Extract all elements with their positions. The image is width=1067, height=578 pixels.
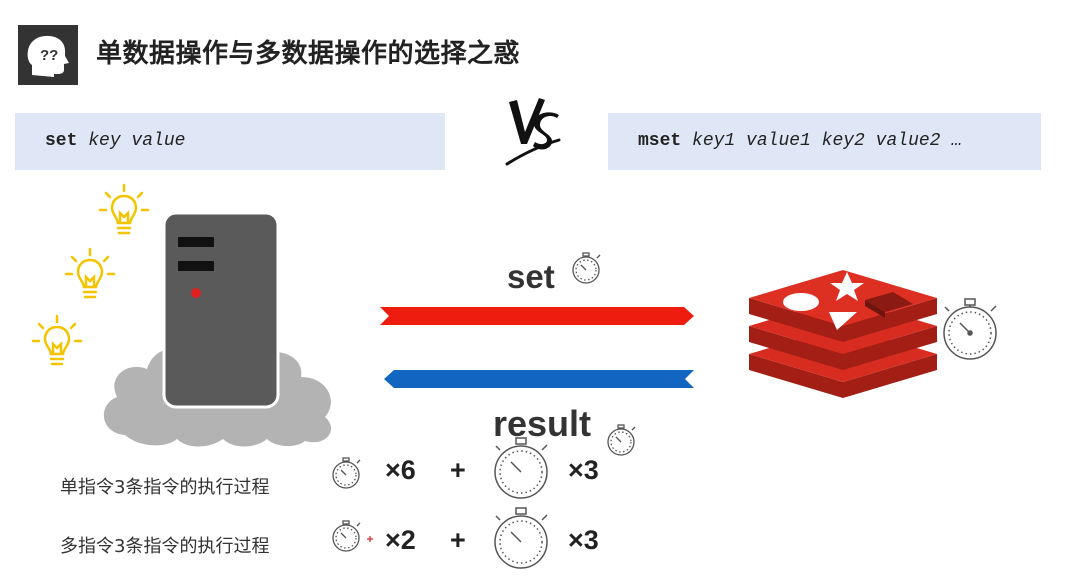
vs-mark [505,96,565,175]
lightbulb-icon [97,183,151,247]
single-command-keyword: set [45,131,78,151]
row-label: 多指令3条指令的执行过程 [60,536,270,557]
stopwatch-icon [567,251,605,289]
send-arrow [380,305,698,331]
stopwatch-icon [938,296,1004,368]
redis-logo-icon [745,262,941,406]
lightbulb-icon [30,314,84,378]
stopwatch-icon [489,505,555,577]
stopwatch-icon [327,518,377,558]
lightbulb-icon [63,247,117,311]
multi-command-args: key1 value1 key2 value2 … [692,131,963,151]
row-label: 单指令3条指令的执行过程 [60,477,270,498]
stopwatch-icon [327,455,365,495]
single-command-box: set key value [15,113,445,170]
multi-command-box: mset key1 value1 key2 value2 … [608,113,1041,170]
svg-text:??: ?? [40,47,58,64]
page-title: 单数据操作与多数据操作的选择之惑 [96,39,521,69]
large-step-multiplier: ×3 [568,455,599,485]
server-icon [162,211,280,413]
single-command-args: key value [88,131,186,151]
small-step-multiplier: ×2 [385,525,416,555]
thinking-head-icon: ?? [18,25,78,85]
large-step-multiplier: ×3 [568,525,599,555]
multi-command-keyword: mset [638,131,682,151]
stopwatch-icon [489,435,555,507]
plus-sign: + [450,455,466,485]
stopwatch-icon [602,422,640,462]
return-arrow [380,368,698,394]
plus-sign: + [450,525,466,555]
send-arrow-label: set [507,258,555,295]
return-arrow-label: result [493,403,592,444]
small-step-multiplier: ×6 [385,455,416,485]
